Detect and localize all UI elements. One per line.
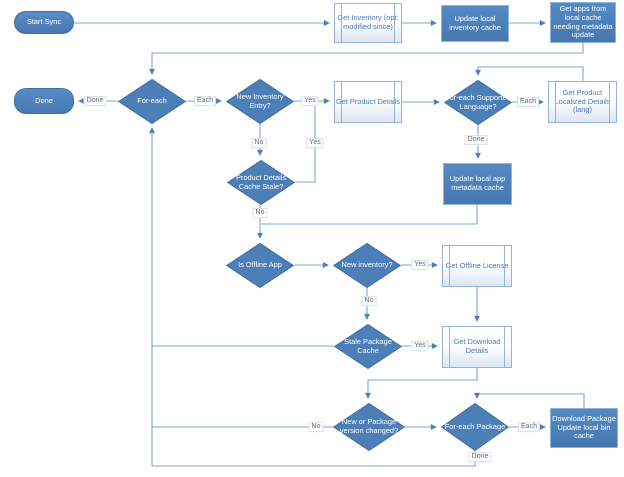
edge-label-foreach-each: Each <box>194 96 216 106</box>
diamond-shape <box>333 403 405 451</box>
get-download-details-node[interactable]: Get Download Details <box>442 326 512 368</box>
product-details-cache-stale-decision[interactable]: Product Details Cache Stale? <box>227 160 295 205</box>
for-each-package-label: For-each Package <box>444 421 506 431</box>
edge-label-new-inventory-yes: Yes <box>411 260 429 270</box>
edge-label-cache-stale-yes: Yes <box>306 138 324 148</box>
update-local-inventory-cache-label: Update local inventory cache <box>449 13 501 32</box>
get-offline-license-label: Get Offline License <box>445 260 509 270</box>
get-product-localized-details-label: Get Product Localized Details (lang) <box>554 87 611 115</box>
edge-label-foreach-package-each: Each <box>518 422 540 432</box>
get-apps-needing-update-node[interactable]: Get apps from local cache needing metada… <box>550 2 616 43</box>
edge-label-new-inventory-no: No <box>361 296 377 306</box>
done-node[interactable]: Done <box>14 88 74 114</box>
start-sync-node[interactable]: Start Sync <box>14 11 74 34</box>
connector-foreach-package-done-return <box>152 451 476 467</box>
diamond-shape <box>444 80 512 125</box>
get-apps-needing-update-label: Get apps from local cache needing metada… <box>553 4 613 40</box>
edge-label-new-inventory-entry-no: No <box>251 138 267 148</box>
diamond-shape <box>334 324 402 369</box>
diamond-shape <box>441 403 509 451</box>
get-product-details-node[interactable]: Get Product Details <box>334 81 402 123</box>
update-local-app-metadata-cache-label: Update local app metadata cache <box>449 174 506 192</box>
diamond-shape <box>333 243 401 288</box>
get-offline-license-node[interactable]: Get Offline License <box>442 245 512 287</box>
edge-label-supported-language-each: Each <box>517 97 539 107</box>
get-inventory-node[interactable]: Get Inventory (opt: modified since) <box>334 3 402 43</box>
get-inventory-label: Get Inventory (opt: modified since) <box>337 13 399 31</box>
for-each-package-decision[interactable]: For-each Package <box>441 403 509 451</box>
diamond-shape <box>118 79 186 124</box>
edge-label-supported-language-done: Done <box>464 135 488 145</box>
stale-package-cache-label: Stale Package Cache <box>344 336 392 355</box>
new-inventory-decision[interactable]: New inventory? <box>333 243 401 288</box>
diamond-shape <box>227 160 295 205</box>
connector-cache-stale-yes-merge <box>295 102 316 183</box>
download-package-node[interactable]: Download Package Update local bin cache <box>550 408 618 448</box>
download-package-label: Download Package Update local bin cache <box>552 413 616 441</box>
new-or-package-version-changed-decision[interactable]: New or Package version changed? <box>333 403 405 451</box>
edge-label-foreach-done: Done <box>83 96 107 106</box>
edge-label-cache-stale-no: No <box>252 208 268 218</box>
for-each-decision[interactable]: For-each <box>118 79 186 124</box>
diamond-shape <box>226 243 294 288</box>
update-local-app-metadata-cache-node[interactable]: Update local app metadata cache <box>443 163 512 205</box>
for-each-supported-language-decision[interactable]: For-each Supported Language? <box>444 80 512 125</box>
new-inventory-entry-decision[interactable]: New Inventory Entry? <box>226 79 294 124</box>
connector-update-metadata-merge <box>261 205 478 225</box>
update-local-inventory-cache-node[interactable]: Update local inventory cache <box>441 5 509 42</box>
start-sync-label: Start Sync <box>26 17 62 27</box>
stale-package-cache-decision[interactable]: Stale Package Cache <box>334 324 402 369</box>
get-product-localized-details-node[interactable]: Get Product Localized Details (lang) <box>548 81 617 123</box>
get-product-details-label: Get Product Details <box>335 96 401 106</box>
done-label: Done <box>35 95 53 105</box>
connector-download-package-loop-to-foreach-package <box>473 392 585 408</box>
edge-label-version-changed-no: No <box>308 422 324 432</box>
edge-label-stale-package-yes: Yes <box>411 341 429 351</box>
connector-download-details-to-version-changed <box>364 368 478 399</box>
connector-localized-details-loop-to-foreach-language <box>474 66 584 81</box>
product-details-cache-stale-label: Product Details Cache Stale? <box>235 172 287 191</box>
diamond-shape <box>226 79 294 124</box>
for-each-supported-language-label: For-each Supported Language? <box>445 92 511 111</box>
connector-get-apps-to-foreach <box>148 43 584 75</box>
new-inventory-label: New inventory? <box>341 260 393 270</box>
is-offline-app-decision[interactable]: Is Offline App <box>226 243 294 288</box>
edge-label-new-inventory-entry-yes: Yes <box>301 96 319 106</box>
is-offline-app-label: Is Offline App <box>238 260 282 270</box>
new-inventory-entry-label: New Inventory Entry? <box>236 91 284 110</box>
new-or-package-version-changed-label: New or Package version changed? <box>339 417 399 435</box>
for-each-label: For-each <box>137 96 167 106</box>
edge-label-foreach-package-done: Done <box>468 452 492 462</box>
get-download-details-label: Get Download Details <box>453 337 501 355</box>
